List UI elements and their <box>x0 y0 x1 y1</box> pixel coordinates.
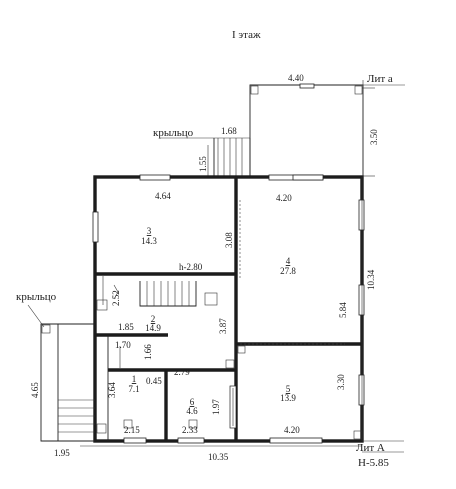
room-area: 27.8 <box>280 266 296 276</box>
room-5-label: 5 13.9 <box>280 384 296 403</box>
room-2-label: 2 14.9 <box>145 314 161 333</box>
outer-walls <box>93 175 364 443</box>
dim-3-50: 3.50 <box>369 129 379 145</box>
dim-3-64: 3.64 <box>107 382 117 398</box>
dim-2-79: 2.79 <box>174 367 190 377</box>
dim-1-85: 1.85 <box>118 322 134 332</box>
room-1-label: 1 7.1 <box>128 374 139 394</box>
dim-10-35: 10.35 <box>208 452 229 462</box>
dim-1-70: 1.70 <box>115 340 131 350</box>
height-total-label: Н-5.85 <box>358 457 389 469</box>
dim-3-30: 3.30 <box>336 374 346 390</box>
room-area: 14.9 <box>145 323 161 333</box>
room-area: 4.6 <box>186 406 198 416</box>
dim-1-95: 1.95 <box>54 448 70 458</box>
dim-4-40: 4.40 <box>288 73 304 83</box>
porch-left-label: крыльцо <box>16 291 57 303</box>
dim-3-87: 3.87 <box>218 318 228 334</box>
dim-5-84: 5.84 <box>338 302 348 318</box>
room-number: 2 <box>151 314 156 324</box>
dimension-lines <box>80 87 404 453</box>
dim-1-55: 1.55 <box>198 156 208 172</box>
left-porch <box>27 304 95 442</box>
ceiling-height-label: h-2.80 <box>179 262 203 272</box>
room-number: 5 <box>286 384 291 394</box>
dim-2-52: 2.52 <box>111 290 121 306</box>
dim-2-15: 2.15 <box>124 425 140 435</box>
dim-4-20-bottom: 4.20 <box>284 425 300 435</box>
room-area: 13.9 <box>280 393 296 403</box>
staircase <box>96 276 218 311</box>
room-4-label: 4 27.8 <box>280 256 296 276</box>
room-6-label: 6 4.6 <box>186 397 198 416</box>
dim-4-20-top: 4.20 <box>276 193 292 203</box>
dim-0-45: 0.45 <box>146 376 162 386</box>
doors <box>96 345 363 440</box>
dim-10-34: 10.34 <box>366 269 376 290</box>
room-number: 3 <box>147 226 152 236</box>
room-number: 6 <box>190 397 195 407</box>
dim-2-33: 2.33 <box>182 425 198 435</box>
porch-top-label: крыльцо <box>153 127 194 139</box>
room-3-label: 3 14.3 <box>141 226 157 246</box>
plan-title: I этаж <box>232 29 261 41</box>
dim-4-64: 4.64 <box>155 191 171 201</box>
room-area: 14.3 <box>141 236 157 246</box>
room-number: 1 <box>132 374 137 384</box>
dim-1-68: 1.68 <box>221 126 237 136</box>
lit-a-label: Лит а <box>367 73 393 85</box>
dim-1-66: 1.66 <box>143 344 153 360</box>
room-area: 7.1 <box>128 384 139 394</box>
room-number: 4 <box>286 256 291 266</box>
dim-4-65: 4.65 <box>30 382 40 398</box>
lit-big-a-label: Лит А <box>356 442 385 454</box>
annex-outline <box>249 80 405 176</box>
dim-1-97: 1.97 <box>211 399 221 415</box>
top-porch <box>160 137 251 176</box>
windows <box>92 174 365 444</box>
interior-walls <box>95 177 362 441</box>
dim-3-08: 3.08 <box>224 232 234 248</box>
